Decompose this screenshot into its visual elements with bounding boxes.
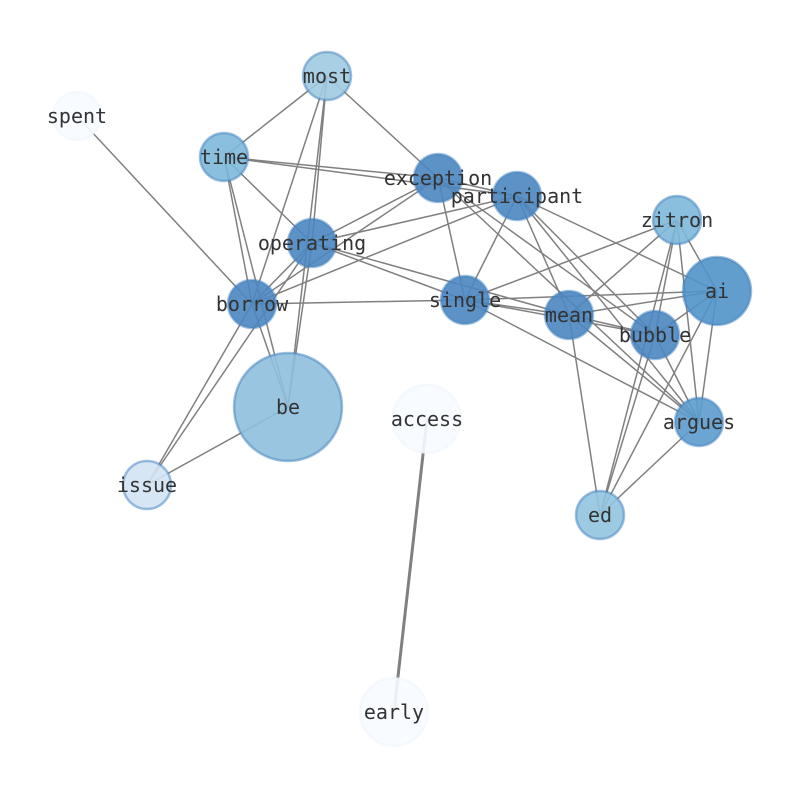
- edge-bubble-ed: [599, 334, 656, 516]
- node-be[interactable]: be: [232, 351, 344, 463]
- node-circle[interactable]: [651, 194, 703, 246]
- node-label: most: [303, 64, 351, 88]
- node-circle[interactable]: [226, 278, 278, 330]
- node-label: early: [364, 700, 424, 724]
- node-single[interactable]: single: [429, 274, 501, 326]
- node-label: operating: [258, 231, 366, 255]
- edge-participant-operating: [311, 195, 518, 244]
- node-issue[interactable]: issue: [117, 459, 177, 511]
- edge-mean-argues: [568, 314, 700, 423]
- node-circle[interactable]: [391, 383, 463, 455]
- edge-most-borrow: [251, 75, 328, 305]
- node-borrow[interactable]: borrow: [216, 278, 289, 330]
- node-mean[interactable]: mean: [543, 289, 595, 341]
- edge-zitron-argues: [676, 219, 700, 423]
- edge-zitron-ed: [599, 219, 678, 516]
- edge-exception-bubble: [437, 177, 656, 336]
- node-zitron[interactable]: zitron: [641, 194, 713, 246]
- edge-borrow-issue: [146, 303, 253, 486]
- node-label: argues: [663, 410, 735, 434]
- edge-time-exception: [223, 156, 439, 179]
- node-operating[interactable]: operating: [258, 217, 366, 269]
- node-time[interactable]: time: [198, 131, 250, 183]
- node-circle[interactable]: [286, 217, 338, 269]
- node-circle[interactable]: [121, 459, 173, 511]
- node-label: bubble: [619, 323, 691, 347]
- node-argues[interactable]: argues: [663, 396, 735, 448]
- node-bubble[interactable]: bubble: [619, 309, 691, 361]
- node-label: zitron: [641, 208, 713, 232]
- node-label: ed: [588, 503, 612, 527]
- node-circle[interactable]: [198, 131, 250, 183]
- edge-spent-borrow: [76, 115, 253, 305]
- node-access[interactable]: access: [391, 383, 463, 455]
- node-circle[interactable]: [358, 676, 430, 748]
- node-circle[interactable]: [543, 289, 595, 341]
- node-label: access: [391, 407, 463, 431]
- node-participant[interactable]: participant: [451, 170, 583, 222]
- node-label: participant: [451, 184, 583, 208]
- edge-operating-issue: [146, 242, 313, 486]
- node-circle[interactable]: [491, 170, 543, 222]
- node-label: mean: [545, 303, 593, 327]
- node-ed[interactable]: ed: [574, 489, 626, 541]
- node-circle[interactable]: [439, 274, 491, 326]
- node-exception[interactable]: exception: [384, 152, 492, 204]
- edge-ai-ed: [599, 290, 718, 516]
- edge-operating-single: [311, 242, 466, 301]
- edge-operating-mean: [311, 242, 570, 316]
- edge-mean-ed: [568, 314, 601, 516]
- edge-exception-borrow: [251, 177, 439, 305]
- node-circle[interactable]: [232, 351, 344, 463]
- node-spent[interactable]: spent: [47, 90, 107, 142]
- node-circle[interactable]: [681, 255, 753, 327]
- node-circle[interactable]: [574, 489, 626, 541]
- node-label: single: [429, 288, 501, 312]
- node-ai[interactable]: ai: [681, 255, 753, 327]
- node-early[interactable]: early: [358, 676, 430, 748]
- node-circle[interactable]: [412, 152, 464, 204]
- edge-participant-borrow: [251, 195, 518, 305]
- edge-time-participant: [223, 156, 518, 197]
- node-label: time: [200, 145, 248, 169]
- node-label: be: [276, 395, 300, 419]
- node-most[interactable]: most: [301, 50, 353, 102]
- node-label: exception: [384, 166, 492, 190]
- node-circle[interactable]: [673, 396, 725, 448]
- edge-participant-bubble: [516, 195, 656, 336]
- node-label: spent: [47, 104, 107, 128]
- edge-most-operating: [311, 75, 328, 244]
- node-label: issue: [117, 473, 177, 497]
- edge-borrow-single: [251, 299, 466, 305]
- edge-zitron-single: [464, 219, 678, 301]
- node-label: borrow: [216, 292, 289, 316]
- node-circle[interactable]: [51, 90, 103, 142]
- node-circle[interactable]: [629, 309, 681, 361]
- edge-single-ai: [464, 290, 718, 301]
- node-label: ai: [705, 279, 729, 303]
- node-circle[interactable]: [301, 50, 353, 102]
- edge-access-early: [392, 418, 429, 713]
